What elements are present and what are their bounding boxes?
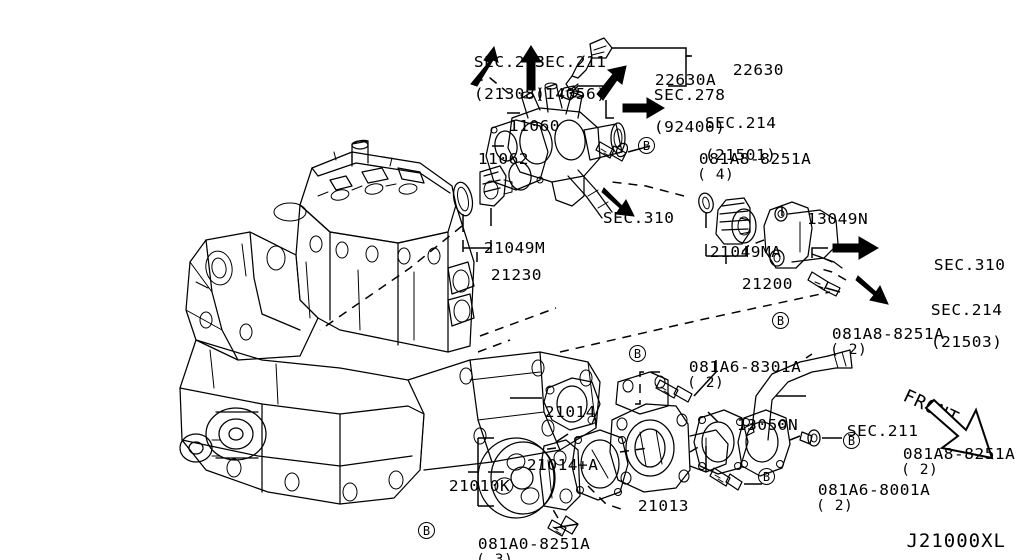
- callout-sec213: SEC.213 (21308): [433, 38, 545, 118]
- callout-21013: 21013: [637, 497, 690, 515]
- callout-21230: 21230: [490, 266, 543, 284]
- sec213-code: SEC.213: [473, 53, 546, 71]
- callout-21200: 21200: [741, 275, 794, 293]
- water-pipe-sec211: [738, 350, 852, 476]
- callout-11060: 11060: [508, 117, 561, 135]
- front-arrow: [926, 400, 992, 458]
- callout-13049N: 13049N: [806, 210, 869, 228]
- bolt-icons: [548, 141, 820, 536]
- sensor-22630: [560, 38, 612, 100]
- gasket-11062: [486, 120, 548, 191]
- sec214-top-ref: (21501): [704, 146, 777, 164]
- assembly-dashed-lines: [320, 78, 846, 518]
- callout-sec310-mid: SEC.310: [933, 256, 1006, 274]
- drawing-number: J21000XL: [906, 530, 1006, 552]
- qty-bolt-081A8-8251A-2b: ( 2): [901, 462, 939, 478]
- callout-bolt-081A0-8251A-3: 081A0-8251A: [477, 535, 591, 553]
- callout-bolt-081A6-8001A-2: 081A6-8001A: [817, 481, 931, 499]
- callout-22630: 22630: [732, 61, 785, 79]
- thermostat-21200: [697, 192, 756, 244]
- bolt-marker-b-6: B: [418, 522, 435, 539]
- bolt-081A8-8251A-2b: [800, 430, 820, 446]
- callout-21049M: 21049M: [483, 239, 546, 257]
- sec211-top-code: SEC.211: [534, 53, 607, 71]
- engine-block-illustration: [180, 140, 600, 504]
- callout-sec211-top: SEC.211 (14056): [494, 38, 606, 118]
- callout-22630A: 22630A: [654, 71, 717, 89]
- callout-21049MA: 21049MA: [709, 243, 782, 261]
- water-outlet-housing: [508, 83, 625, 218]
- callout-bolt-081A6-8301A-2: 081A6-8301A: [688, 358, 802, 376]
- bolt-marker-b-3: B: [629, 345, 646, 362]
- qty-bolt-081A8-8251A-2: ( 2): [830, 342, 868, 358]
- callout-13050N: 13050N: [736, 416, 799, 434]
- sec213-ref: (21308): [473, 85, 546, 103]
- callout-11062: 11062: [477, 150, 530, 168]
- qty-bolt-081A0-8251A-3: ( 3): [476, 552, 514, 560]
- bolt-marker-b-5: B: [758, 468, 775, 485]
- bolt-081A8-8251A-4: [596, 141, 630, 161]
- bolt-marker-b-1: B: [638, 137, 655, 154]
- callout-sec278: SEC.278 (92400): [613, 71, 725, 151]
- sec278-code: SEC.278: [653, 86, 726, 104]
- callout-21014A: 21014+A: [526, 456, 599, 474]
- qty-bolt-081A8-8251A-4: ( 4): [697, 167, 735, 183]
- water-inlet-13049N: [764, 202, 842, 296]
- bolt-081A6-8001A-2: [710, 468, 742, 490]
- leader-lines: [463, 48, 842, 528]
- qty-bolt-081A6-8001A-2: ( 2): [816, 498, 854, 514]
- sec214-mid-ref: (21503): [930, 333, 1003, 351]
- sec214-mid-code: SEC.214: [930, 301, 1003, 319]
- bolt-081A6-8301A-2: [656, 380, 692, 402]
- bolt-13049N: [808, 272, 840, 296]
- callout-sec310-top: SEC.310: [602, 209, 675, 227]
- sec211-top-ref: (14056): [534, 85, 607, 103]
- callout-21014: 21014: [544, 403, 597, 421]
- callout-bolt-081A8-8251A-4: 081A8-8251A: [698, 150, 812, 168]
- thermostat-21230: [451, 166, 512, 217]
- callout-21010K: 21010K: [448, 477, 511, 495]
- bolt-marker-b-4: B: [843, 432, 860, 449]
- sec278-ref: (92400): [653, 118, 726, 136]
- sec214-top-code: SEC.214: [704, 114, 777, 132]
- callout-bolt-081A8-8251A-2: 081A8-8251A: [831, 325, 945, 343]
- callout-sec211-hose: SEC.211: [846, 422, 919, 440]
- callout-sec214-mid: SEC.214 (21503): [890, 286, 1002, 366]
- bolt-marker-b-2: B: [772, 312, 789, 329]
- callout-sec214-top: SEC.214 (21501): [664, 99, 776, 179]
- callout-arrows: [471, 46, 888, 304]
- qty-bolt-081A6-8301A-2: ( 2): [687, 375, 725, 391]
- callout-bolt-081A8-8251A-2b: 081A8-8251A: [902, 445, 1016, 463]
